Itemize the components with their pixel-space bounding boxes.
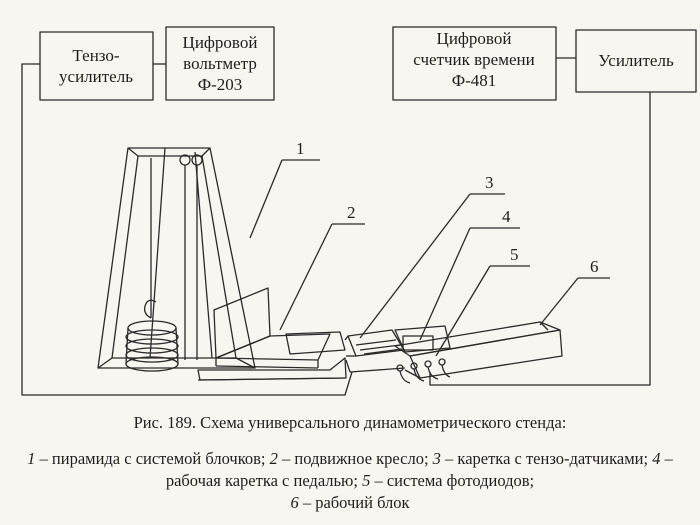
leader-line-1 [249, 159, 283, 239]
legend-text-2: – подвижное кресло; [277, 449, 433, 468]
stand-diagram: Тензо- усилитель Цифровой вольтметр Ф-20… [21, 26, 697, 396]
voltmeter-line-1: Цифровой [183, 33, 258, 52]
figure-caption: Рис. 189. Схема универсального динамомет… [133, 413, 567, 432]
legend-text-5: – система фотодиодов; [370, 471, 535, 490]
tenzo-amplifier-box [39, 31, 154, 101]
wire-amplifier-to-photodiodes [429, 92, 651, 386]
label-3: 3 [485, 173, 494, 192]
wire-tenzo-to-carriage [21, 63, 353, 396]
leader-line-6 [539, 277, 579, 326]
leader-line-3 [359, 193, 471, 339]
strain-gauge-carriage [344, 329, 406, 373]
working-block [394, 321, 563, 379]
timer-line-2: счетчик времени [413, 50, 534, 69]
label-2: 2 [347, 203, 356, 222]
legend-num-3: 3 [432, 449, 441, 468]
tenzo-amplifier-line-2: усилитель [59, 67, 133, 86]
weight-stack [125, 299, 179, 372]
timer-line-1: Цифровой [437, 29, 512, 48]
voltmeter-line-3: Ф-203 [198, 75, 243, 94]
legend-text-1: – пирамида с системой блочков; [35, 449, 270, 468]
base-platform [197, 357, 347, 381]
legend-text-6: – рабочий блок [298, 493, 410, 512]
legend-num-4: 4 [652, 449, 661, 468]
label-6: 6 [590, 257, 599, 276]
label-5: 5 [510, 245, 519, 264]
movable-seat [213, 287, 346, 369]
amplifier-label: Усилитель [598, 51, 674, 70]
tenzo-amplifier-line-1: Тензо- [72, 46, 119, 65]
timer-line-3: Ф-481 [452, 71, 497, 90]
legend-text-3: – каретка с тензо-датчиками; [440, 449, 653, 468]
figure-legend: 1 – пирамида с системой блочков; 2 – под… [0, 448, 700, 514]
label-4: 4 [502, 207, 511, 226]
legend-num-6: 6 [290, 493, 299, 512]
legend-num-1: 1 [27, 449, 36, 468]
amplifier-box [575, 29, 697, 93]
leader-line-5 [435, 265, 491, 357]
voltmeter-line-2: вольтметр [183, 54, 257, 73]
leader-line-4 [419, 227, 471, 341]
leader-line-2 [279, 223, 333, 331]
legend-text-4: – рабочая каретка с педалью; [165, 449, 673, 490]
digital-timer-box [392, 26, 557, 101]
label-1: 1 [296, 139, 305, 158]
photodiodes [396, 358, 451, 384]
legend-num-2: 2 [269, 449, 278, 468]
working-carriage [394, 325, 451, 353]
legend-num-5: 5 [362, 471, 371, 490]
